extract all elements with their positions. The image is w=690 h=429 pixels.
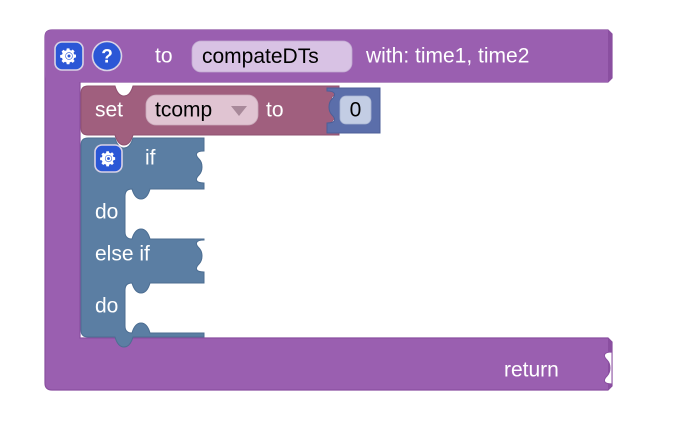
gear-icon-bg[interactable] (54, 41, 84, 71)
if-value-socket-2[interactable] (196, 240, 216, 282)
with-params-label: with: time1, time2 (365, 45, 529, 68)
variable-name-text: tcomp (155, 99, 212, 122)
procedure-name-field[interactable]: compateDTs (191, 40, 353, 73)
set-label: set (95, 99, 123, 122)
to-label: to (155, 45, 173, 68)
procedure-definition-block[interactable]: ? to compateDTs with: time1, time2 retur… (44, 29, 613, 391)
if-row-label-do-2: do (95, 295, 118, 318)
variable-dropdown-field[interactable]: tcomp (145, 94, 259, 126)
number-field-text: 0 (350, 99, 362, 122)
variables-set-block[interactable]: set tcomp to (80, 85, 340, 146)
if-row-label-do-1: do (95, 201, 118, 224)
gear-icon[interactable] (54, 41, 84, 71)
variable-field-bg[interactable] (145, 94, 259, 126)
math-number-block[interactable]: 0 (326, 87, 381, 134)
question-mark-icon[interactable]: ? (91, 40, 123, 72)
number-field-bg[interactable] (339, 95, 372, 125)
procedure-name-text: compateDTs (202, 45, 319, 68)
set-to-label: to (266, 99, 284, 122)
gear-icon[interactable] (94, 144, 123, 173)
question-icon-glyph: ? (101, 47, 113, 68)
procedure-name-field-bg[interactable] (191, 40, 353, 73)
if-row-label-else-if: else if (95, 243, 150, 266)
if-gear-icon-bg[interactable] (94, 144, 123, 173)
return-label: return (504, 359, 559, 382)
chevron-down-icon[interactable] (231, 106, 247, 116)
return-value-socket[interactable] (603, 342, 613, 386)
if-do-socket-1[interactable] (128, 192, 204, 236)
if-do-socket-2[interactable] (128, 286, 204, 330)
if-block-body[interactable] (80, 137, 205, 348)
if-value-socket-1[interactable] (196, 148, 216, 190)
controls-if-block[interactable]: if do else if do (80, 137, 205, 348)
question-icon-bg[interactable] (91, 40, 123, 72)
if-row-label-if: if (145, 147, 156, 170)
procedure-header-edge (608, 30, 612, 82)
